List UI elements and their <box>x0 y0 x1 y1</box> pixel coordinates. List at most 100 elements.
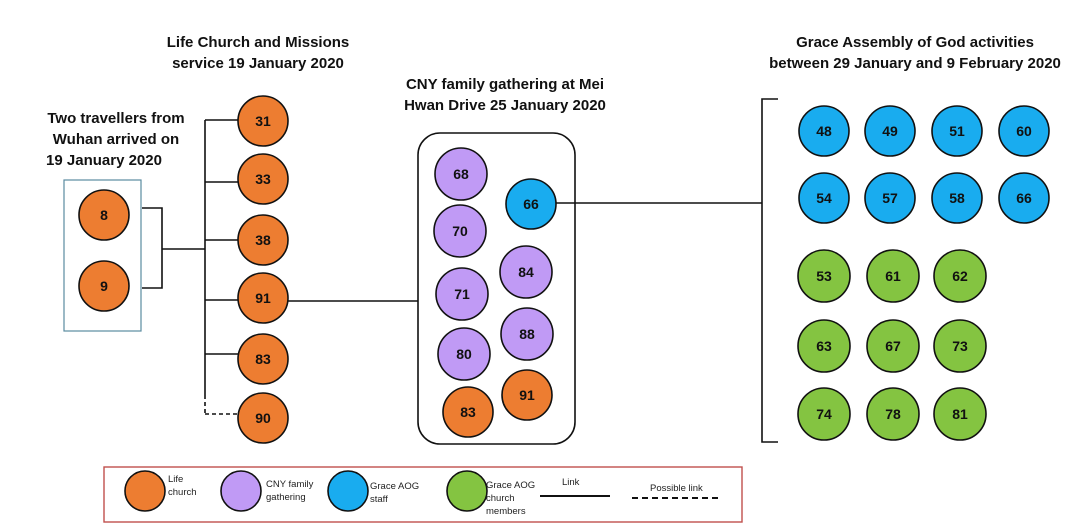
cny-node-80-label: 80 <box>456 346 472 362</box>
cny-node-88 <box>500 307 554 361</box>
case-node-8 <box>78 189 130 241</box>
case-node-8-label: 8 <box>100 207 108 223</box>
grace-staff-node-49 <box>864 105 916 157</box>
grace-staff-node-54-label: 54 <box>816 190 832 206</box>
case-node-33-label: 33 <box>255 171 271 187</box>
legend-cny-line2: gathering <box>266 492 306 503</box>
cny-node-83 <box>442 386 494 438</box>
grace-member-node-61-label: 61 <box>885 268 901 284</box>
cny-node-84-label: 84 <box>518 264 534 280</box>
legend-possible-link: Possible link <box>632 483 722 499</box>
legend-link: Link <box>540 477 610 497</box>
case-node-83-label: 83 <box>255 351 271 367</box>
grace-bracket <box>761 98 778 443</box>
case-node-83 <box>237 333 289 385</box>
case-node-90 <box>237 392 289 444</box>
cny-label-line1: CNY family gathering at Mei <box>406 76 604 93</box>
cny-label-line2: Hwan Drive 25 January 2020 <box>404 97 606 114</box>
cny-node-66 <box>505 178 557 230</box>
legend-members-line1: Grace AOG <box>486 480 535 491</box>
cny-node-70-label: 70 <box>452 223 468 239</box>
grace-member-node-67-label: 67 <box>885 338 901 354</box>
cny-node-91-label: 91 <box>519 387 535 403</box>
grace-staff-node-49-label: 49 <box>882 123 898 139</box>
legend-link-label: Link <box>562 477 580 488</box>
legend-members-line3: members <box>486 506 526 517</box>
cny-node-68-label: 68 <box>453 166 469 182</box>
cny-node-80 <box>437 327 491 381</box>
case-node-91-label: 91 <box>255 290 271 306</box>
legend-possible-link-label: Possible link <box>650 483 703 494</box>
legend-cny-line1: CNY family <box>266 479 314 490</box>
grace-member-node-53 <box>797 249 851 303</box>
travellers-label-line1: Two travellers from <box>47 110 184 127</box>
legend-staff-swatch <box>327 470 369 512</box>
grace-staff-node-48 <box>798 105 850 157</box>
cny-node-88-label: 88 <box>519 326 535 342</box>
grace-staff-node-58-label: 58 <box>949 190 965 206</box>
grace-staff-node-60-label: 60 <box>1016 123 1032 139</box>
cny-node-68 <box>434 147 488 201</box>
legend-staff: Grace AOG staff <box>327 470 419 512</box>
grace-staff-node-66-label: 66 <box>1016 190 1032 206</box>
grace-member-node-78 <box>866 387 920 441</box>
case-node-9-label: 9 <box>100 278 108 294</box>
case-node-9 <box>78 260 130 312</box>
case-nodes: 8 9 31 33 38 91 83 90 68 70 71 80 84 88 66 83 91 48 49 51 60… <box>78 95 1050 444</box>
case-node-31 <box>237 95 289 147</box>
grace-member-node-63-label: 63 <box>816 338 832 354</box>
cny-node-83-label: 83 <box>460 404 476 420</box>
grace-label-line2: between 29 January and 9 February 2020 <box>769 55 1061 72</box>
travellers-bracket <box>142 207 163 289</box>
legend-life-church-line1: Life <box>168 474 183 485</box>
case-node-31-label: 31 <box>255 113 271 129</box>
cny-node-84 <box>499 245 553 299</box>
grace-member-node-74 <box>797 387 851 441</box>
grace-staff-node-57-label: 57 <box>882 190 898 206</box>
legend-cny: CNY family gathering <box>220 470 314 512</box>
grace-staff-node-51 <box>931 105 983 157</box>
travellers-label-line2: Wuhan arrived on <box>53 131 179 148</box>
case-node-90-label: 90 <box>255 410 271 426</box>
legend-staff-line2: staff <box>370 494 388 505</box>
grace-staff-node-48-label: 48 <box>816 123 832 139</box>
case-node-33 <box>237 153 289 205</box>
cny-node-70 <box>433 204 487 258</box>
travellers-label-line3: 19 January 2020 <box>46 152 162 169</box>
grace-staff-node-60 <box>998 105 1050 157</box>
grace-member-node-81 <box>933 387 987 441</box>
travellers-box <box>63 179 142 332</box>
life-church-label-line2: service 19 January 2020 <box>172 55 344 72</box>
grace-staff-node-57 <box>864 172 916 224</box>
cny-node-91 <box>501 369 553 421</box>
legend-life-church: Life church <box>124 470 197 512</box>
grace-member-node-67 <box>866 319 920 373</box>
legend-life-church-swatch <box>124 470 166 512</box>
legend-cny-swatch <box>220 470 262 512</box>
legend-box <box>103 466 743 523</box>
grace-member-node-61 <box>866 249 920 303</box>
grace-member-node-53-label: 53 <box>816 268 832 284</box>
grace-staff-node-51-label: 51 <box>949 123 965 139</box>
legend-members-line2: church <box>486 493 515 504</box>
cny-node-71-label: 71 <box>454 286 470 302</box>
case-node-38-label: 38 <box>255 232 271 248</box>
grace-staff-node-58 <box>931 172 983 224</box>
cny-node-71 <box>435 267 489 321</box>
legend-members: Grace AOG church members <box>446 470 535 517</box>
case-node-91 <box>237 272 289 324</box>
grace-member-node-78-label: 78 <box>885 406 901 422</box>
grace-member-node-62-label: 62 <box>952 268 968 284</box>
grace-member-node-81-label: 81 <box>952 406 968 422</box>
grace-member-node-62 <box>933 249 987 303</box>
case-node-38 <box>237 214 289 266</box>
grace-label-line1: Grace Assembly of God activities <box>796 34 1034 51</box>
legend-life-church-line2: church <box>168 487 197 498</box>
legend-members-swatch <box>446 470 488 512</box>
life-church-label-line1: Life Church and Missions <box>167 34 350 51</box>
grace-member-node-73 <box>933 319 987 373</box>
cny-node-66-label: 66 <box>523 196 539 212</box>
grace-staff-node-66 <box>998 172 1050 224</box>
